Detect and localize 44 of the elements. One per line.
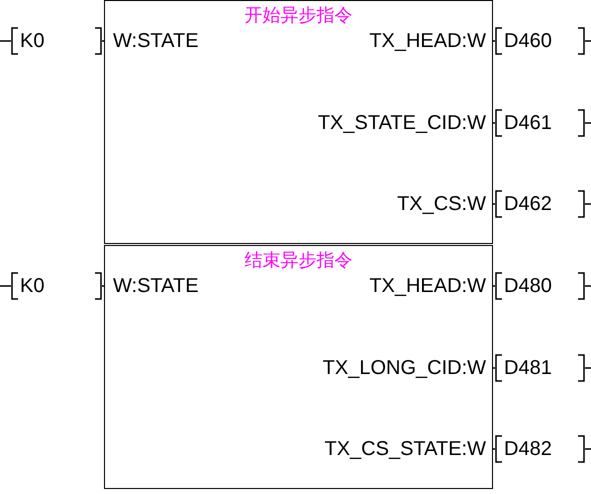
input-pin-label: W:STATE (113, 30, 199, 52)
connection-line (493, 367, 495, 369)
output-pin-label: TX_CS_STATE:W (324, 438, 486, 460)
connection-line (102, 40, 104, 42)
output-pin-label: TX_HEAD:W (369, 275, 486, 297)
connection-line (585, 40, 591, 42)
function-block (104, 245, 493, 489)
connection-line (585, 203, 591, 205)
operand-bracket (495, 27, 585, 55)
operand-value: D462 (504, 193, 552, 215)
operand-bracket (11, 272, 102, 300)
connection-line (493, 203, 495, 205)
operand-bracket (495, 435, 585, 463)
operand-value: D482 (504, 438, 552, 460)
output-pin-label: TX_STATE_CID:W (318, 112, 486, 134)
block-title: 结束异步指令 (244, 250, 354, 272)
block-title: 开始异步指令 (244, 5, 354, 27)
operand-bracket (495, 354, 585, 382)
connection-line (493, 285, 495, 287)
connection-line (102, 285, 104, 287)
function-block (104, 0, 493, 244)
operand-bracket (495, 109, 585, 137)
connection-line (585, 448, 591, 450)
operand-value: D481 (504, 357, 552, 379)
operand-value: D480 (504, 275, 552, 297)
operand-value: K0 (20, 30, 44, 52)
input-pin-label: W:STATE (113, 275, 199, 297)
connection-line (0, 285, 11, 287)
connection-line (585, 285, 591, 287)
output-pin-label: TX_HEAD:W (369, 30, 486, 52)
operand-value: K0 (20, 275, 44, 297)
connection-line (493, 122, 495, 124)
output-pin-label: TX_CS:W (397, 193, 486, 215)
operand-bracket (495, 272, 585, 300)
connection-line (0, 40, 11, 42)
connection-line (493, 448, 495, 450)
connection-line (585, 367, 591, 369)
connection-line (493, 40, 495, 42)
connection-line (585, 122, 591, 124)
operand-bracket (11, 27, 102, 55)
operand-value: D461 (504, 112, 552, 134)
operand-bracket (495, 190, 585, 218)
output-pin-label: TX_LONG_CID:W (322, 357, 486, 379)
operand-value: D460 (504, 30, 552, 52)
